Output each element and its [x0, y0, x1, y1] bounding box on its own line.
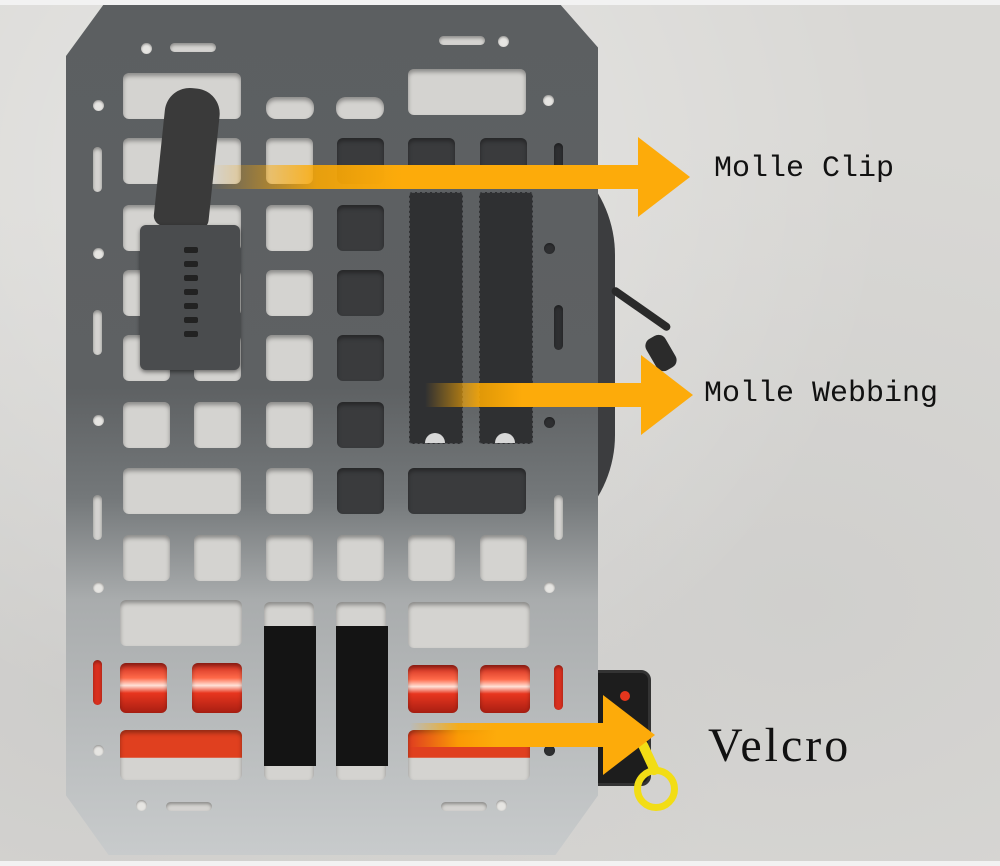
- cutout-extinguisher: [120, 663, 167, 713]
- cutout: [266, 335, 313, 381]
- cutout: [123, 468, 241, 514]
- velcro-strap: [336, 626, 388, 766]
- arrow-head: [638, 137, 690, 217]
- cutout: [337, 535, 384, 581]
- mount-slot: [166, 802, 212, 811]
- cutout: [408, 602, 530, 648]
- mount-hole: [93, 745, 104, 756]
- mount-hole: [93, 248, 104, 259]
- cutout: [123, 535, 170, 581]
- cutout: [266, 535, 313, 581]
- velcro-strap: [264, 626, 316, 766]
- clip-slot: [184, 331, 198, 337]
- mount-slot: [170, 43, 216, 52]
- cutout: [336, 97, 384, 119]
- arrow-right-icon: [425, 355, 693, 435]
- mount-hole: [544, 243, 555, 254]
- clip-slot: [184, 303, 198, 309]
- mount-hole: [496, 800, 507, 811]
- mount-hole: [141, 43, 152, 54]
- cutout: [408, 69, 526, 115]
- snap-button: [495, 433, 515, 443]
- cutout: [266, 402, 313, 448]
- mount-slot: [439, 36, 485, 45]
- mount-hole: [93, 415, 104, 426]
- arrow-head: [641, 355, 693, 435]
- cutout: [408, 468, 526, 514]
- mount-hole: [544, 582, 555, 593]
- clip-slot: [184, 261, 198, 267]
- mount-hole: [93, 100, 104, 111]
- cutout: [337, 270, 384, 316]
- cutout: [337, 402, 384, 448]
- cutout: [120, 600, 242, 646]
- cutout: [120, 730, 242, 780]
- cutout-extinguisher: [408, 665, 458, 713]
- clip-slot: [184, 247, 198, 253]
- clip-slot: [184, 317, 198, 323]
- side-slot: [93, 495, 102, 540]
- arrow-shaft: [425, 383, 641, 407]
- cutout: [480, 535, 527, 581]
- clip-slot: [184, 275, 198, 281]
- molle-clip: [140, 225, 240, 370]
- pouch-cord: [610, 285, 672, 333]
- safety-pin-ring-icon: [634, 767, 678, 811]
- side-slot: [554, 495, 563, 540]
- clip-slot: [184, 289, 198, 295]
- label-molle-clip: Molle Clip: [714, 152, 895, 186]
- snap-button: [425, 433, 445, 443]
- mount-hole: [93, 582, 104, 593]
- cutout: [266, 270, 313, 316]
- mount-hole: [544, 745, 555, 756]
- mount-hole: [136, 800, 147, 811]
- cutout: [194, 402, 241, 448]
- mount-hole: [544, 417, 555, 428]
- cutout: [337, 468, 384, 514]
- cutout: [337, 205, 384, 251]
- cutout-extinguisher: [480, 665, 530, 713]
- arrow-right-icon: [210, 137, 690, 217]
- mount-hole: [543, 95, 554, 106]
- cutout: [266, 205, 313, 251]
- cutout: [194, 535, 241, 581]
- side-slot: [554, 143, 563, 183]
- mount-slot: [441, 802, 487, 811]
- label-molle-webbing: Molle Webbing: [704, 377, 939, 411]
- side-slot: [93, 147, 102, 192]
- cutout: [408, 535, 455, 581]
- cutout: [266, 468, 313, 514]
- side-slot: [554, 665, 563, 710]
- side-slot: [93, 660, 102, 705]
- side-slot: [554, 305, 563, 350]
- arrow-head: [603, 695, 655, 775]
- cutout: [266, 97, 314, 119]
- mount-hole: [498, 36, 509, 47]
- side-slot: [93, 310, 102, 355]
- arrow-shaft: [210, 165, 638, 189]
- cutout: [337, 335, 384, 381]
- cutout-extinguisher: [192, 663, 242, 713]
- arrow-right-icon: [410, 695, 655, 775]
- label-velcro: Velcro: [708, 719, 852, 772]
- arrow-shaft: [410, 723, 603, 747]
- cutout: [123, 402, 170, 448]
